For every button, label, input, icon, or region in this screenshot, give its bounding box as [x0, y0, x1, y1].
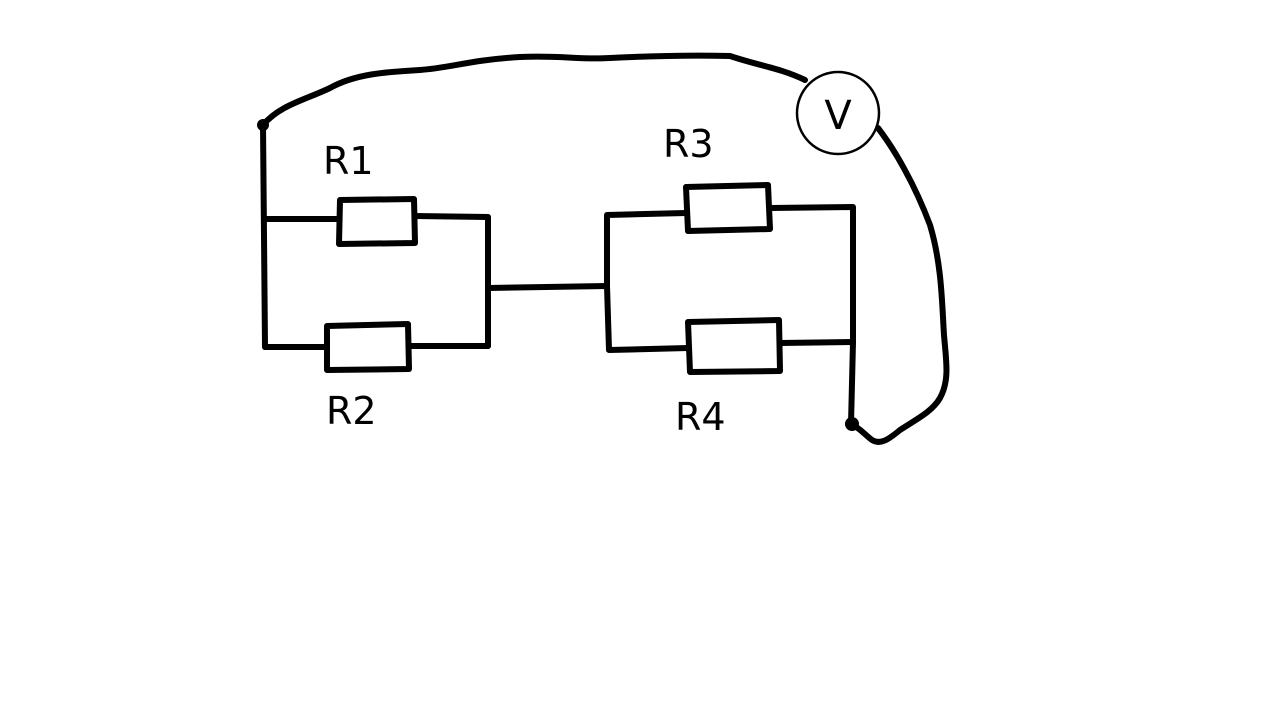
- r1-branch-wire: [262, 213, 491, 349]
- resistor-r4: [685, 317, 783, 375]
- voltmeter-label: V: [824, 93, 852, 139]
- r3-branch-wire: [604, 204, 856, 345]
- label-r3: R3: [663, 122, 714, 166]
- resistor-r3: [683, 182, 773, 234]
- r4-branch-wire: [604, 283, 856, 353]
- resistor-r1: [336, 196, 418, 247]
- r2-branch-wire: [262, 343, 491, 350]
- voltmeter-lead-right: [848, 125, 950, 445]
- voltmeter-ring: [795, 70, 881, 156]
- right-rail-wire: [848, 339, 856, 427]
- node-dot-left: [257, 119, 269, 131]
- series-link-wire: [485, 283, 610, 291]
- label-r2: R2: [326, 389, 377, 433]
- node-dot-right: [845, 417, 859, 431]
- resistor-r2: [324, 321, 412, 373]
- left-parallel-wiring: [260, 122, 491, 350]
- label-r4: R4: [675, 395, 726, 439]
- label-r1: R1: [323, 139, 374, 183]
- right-parallel-wiring: [604, 204, 856, 427]
- voltmeter: V: [795, 70, 881, 156]
- voltmeter-lead-top: [260, 52, 808, 128]
- left-rail-wire: [260, 122, 268, 350]
